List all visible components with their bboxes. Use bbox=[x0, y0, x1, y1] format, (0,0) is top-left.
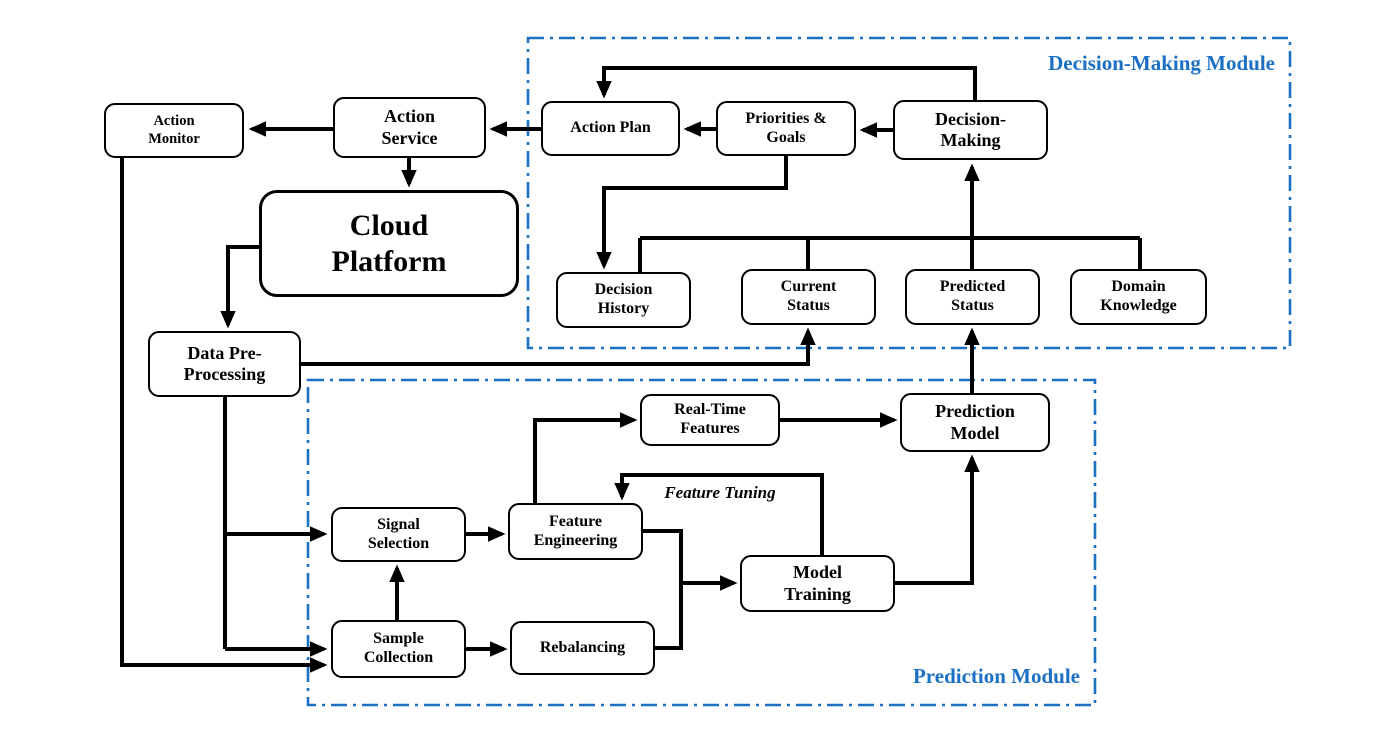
edge-decision-making-to-action-plan bbox=[596, 66, 977, 100]
edge-model-training-to-prediction-model bbox=[895, 454, 980, 585]
prediction-module-label: Prediction Module bbox=[912, 664, 1080, 688]
edge-cloud-platform-to-data-preprocessing bbox=[220, 245, 259, 329]
node-decision-making: Decision- Making bbox=[893, 100, 1048, 160]
node-current-status: Current Status bbox=[741, 269, 876, 325]
edge-priorities-to-decision-history bbox=[596, 156, 788, 270]
node-action-service: Action Service bbox=[333, 97, 486, 158]
feature-tuning-label: Feature Tuning bbox=[645, 483, 795, 503]
edge-feature-tuning-feedback bbox=[614, 473, 824, 555]
node-data-preprocessing: Data Pre- Processing bbox=[148, 331, 301, 397]
edge-feature-engineering-to-model-training bbox=[643, 529, 738, 591]
decision-making-module-label: Decision-Making Module bbox=[1048, 51, 1275, 75]
decision-making-module-boundary bbox=[526, 36, 1292, 350]
prediction-module-boundary bbox=[306, 378, 1097, 707]
node-signal-selection: Signal Selection bbox=[331, 507, 466, 562]
node-decision-history: Decision History bbox=[556, 272, 691, 328]
node-feature-engineering: Feature Engineering bbox=[508, 503, 643, 560]
node-priorities-goals: Priorities & Goals bbox=[716, 101, 856, 156]
node-predicted-status: Predicted Status bbox=[905, 269, 1040, 325]
edge-status-collector bbox=[638, 236, 1142, 272]
edge-action-monitor-to-sample-collection bbox=[120, 158, 328, 673]
node-rebalancing: Rebalancing bbox=[510, 621, 655, 675]
node-action-plan: Action Plan bbox=[541, 101, 680, 156]
node-sample-collection: Sample Collection bbox=[331, 620, 466, 678]
edge-feature-engineering-to-real-time-features bbox=[533, 412, 638, 503]
node-real-time-features: Real-Time Features bbox=[640, 394, 780, 446]
node-model-training: Model Training bbox=[740, 555, 895, 612]
edge-rebalancing-join bbox=[655, 583, 683, 650]
node-action-monitor: Action Monitor bbox=[104, 103, 244, 158]
node-prediction-model: Prediction Model bbox=[900, 393, 1050, 452]
node-cloud-platform: Cloud Platform bbox=[259, 190, 519, 297]
edge-data-preprocessing-to-current-status bbox=[301, 327, 816, 366]
node-domain-knowledge: Domain Knowledge bbox=[1070, 269, 1207, 325]
